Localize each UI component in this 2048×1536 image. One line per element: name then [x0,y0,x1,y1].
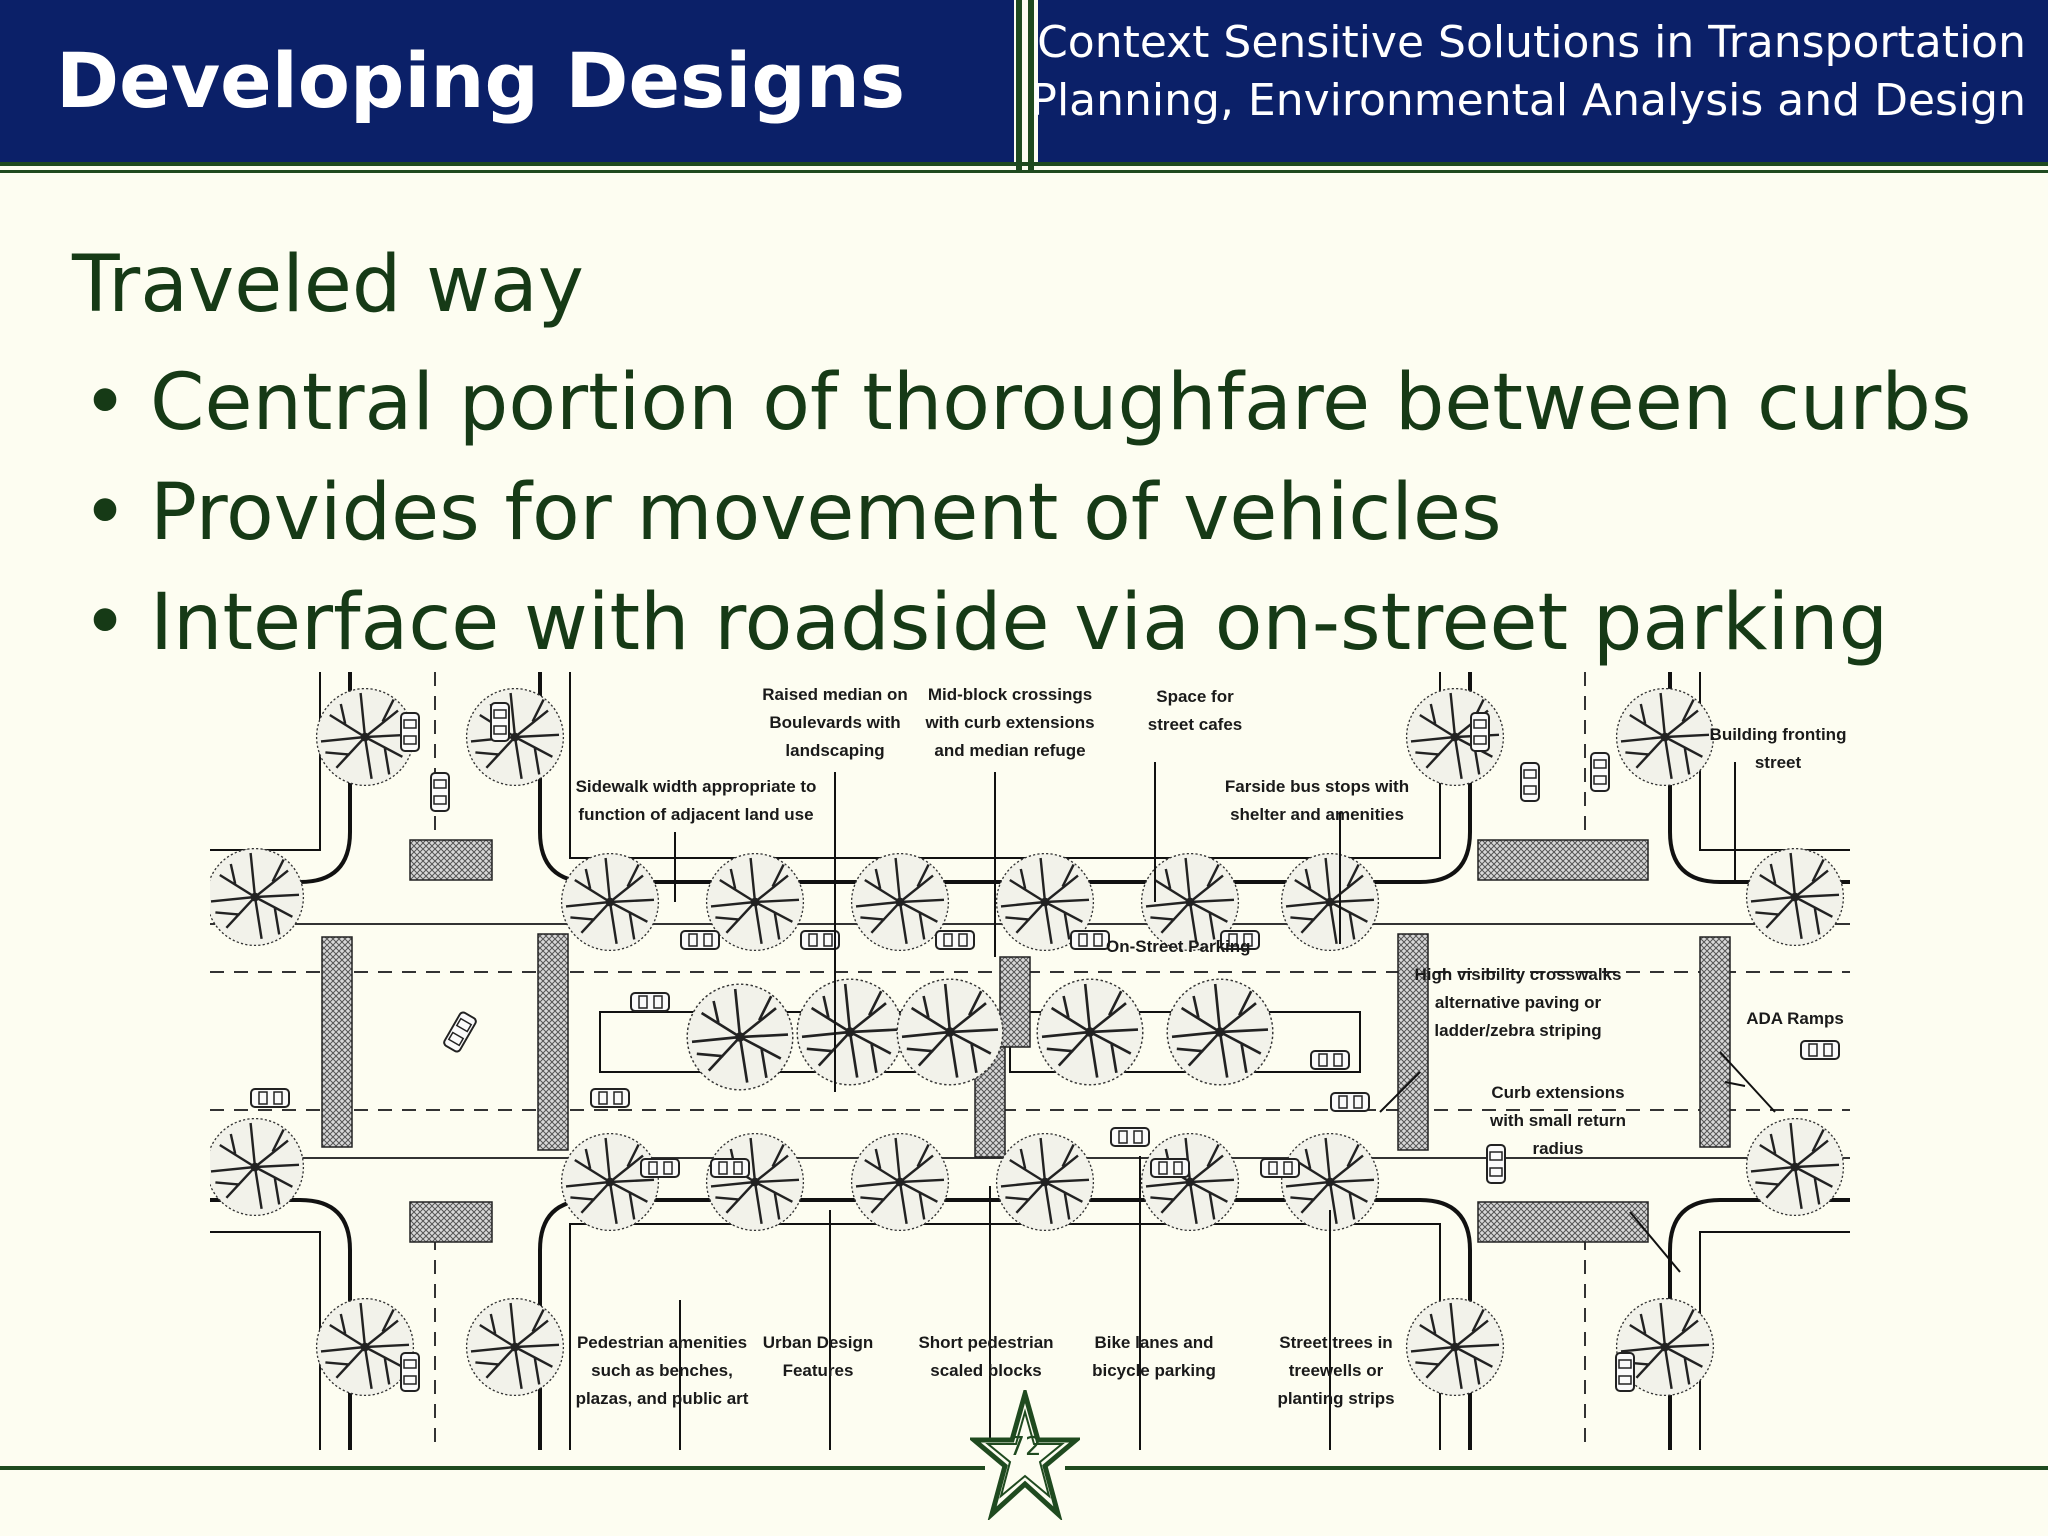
label-crosswalks: High visibility crosswalks [1415,965,1622,984]
label-street-cafes: street cafes [1148,715,1243,734]
bullet-list: •Central portion of thoroughfare between… [82,348,1972,678]
header-title-panel [0,0,1014,162]
header-rule [0,162,2048,166]
label-on-street-parking: On-Street Parking [1106,937,1251,956]
label-mid-block: and median refuge [934,741,1085,760]
label-street-cafes: Space for [1156,687,1234,706]
label-farside-bus: Farside bus stops with [1225,777,1409,796]
label-raised-median: Raised median on [762,685,907,704]
label-urban-design: Urban Design [763,1333,874,1352]
header-separator [1028,0,1034,172]
callout-lines [674,762,1776,1450]
label-ada-ramps: ADA Ramps [1746,1009,1844,1028]
label-street-trees: Street trees in [1279,1333,1392,1352]
header-rule [0,170,2048,173]
label-farside-bus: shelter and amenities [1230,805,1404,824]
label-short-blocks: Short pedestrian [918,1333,1053,1352]
bullet-dot: • [82,578,129,668]
label-curb-extensions: Curb extensions [1491,1083,1624,1102]
subtitle-line: Planning, Environmental Analysis and Des… [1030,75,2026,126]
footer-rule [0,1466,985,1470]
label-street-trees: planting strips [1277,1389,1394,1408]
page-number: 72 [1008,1432,1042,1462]
subtitle-line: Context Sensitive Solutions in Transport… [1037,17,2026,68]
label-sidewalk-width: Sidewalk width appropriate to [576,777,817,796]
bullet-dot: • [82,358,129,448]
label-pedestrian: plazas, and public art [576,1389,749,1408]
label-building-fronting: Building fronting [1710,725,1847,744]
label-curb-extensions: with small return [1489,1111,1626,1130]
label-street-trees: treewells or [1289,1361,1384,1380]
header-separator [1016,0,1022,172]
label-raised-median: Boulevards with [769,713,900,732]
bullet-text: Provides for movement of vehicles [150,468,1502,558]
bullet-text: Central portion of thoroughfare between … [150,358,1972,448]
label-crosswalks: ladder/zebra striping [1434,1021,1601,1040]
label-mid-block: with curb extensions [924,713,1094,732]
footer-rule [1065,1466,2048,1470]
diagram-labels-top: Raised median on Boulevards with landsca… [576,685,1847,824]
diagram-labels-middle: On-Street Parking High visibility crossw… [1106,937,1844,1158]
header-subtitle-panel [1038,0,2048,162]
label-pedestrian: Pedestrian amenities [577,1333,747,1352]
bullet-item: •Provides for movement of vehicles [82,458,1972,568]
label-curb-extensions: radius [1532,1139,1583,1158]
label-urban-design: Features [783,1361,854,1380]
label-crosswalks: alternative paving or [1435,993,1602,1012]
label-sidewalk-width: function of adjacent land use [578,805,813,824]
star-icon [967,1384,1083,1522]
label-bike-lanes: bicycle parking [1092,1361,1216,1380]
street-plan-svg: Raised median on Boulevards with landsca… [210,672,1850,1450]
label-bike-lanes: Bike lanes and [1094,1333,1213,1352]
label-short-blocks: scaled blocks [930,1361,1042,1380]
street-plan-diagram: Raised median on Boulevards with landsca… [210,672,1850,1450]
bullet-item: •Central portion of thoroughfare between… [82,348,1972,458]
label-mid-block: Mid-block crossings [928,685,1092,704]
bullet-item: •Interface with roadside via on-street p… [82,568,1972,678]
bullet-dot: • [82,468,129,558]
label-raised-median: landscaping [785,741,884,760]
page-number-badge: 72 [967,1384,1083,1522]
label-building-fronting: street [1755,753,1802,772]
crosswalks [321,839,1731,1243]
label-pedestrian: such as benches, [591,1361,733,1380]
section-heading: Traveled way [72,240,584,330]
header-subtitle: Context Sensitive Solutions in Transport… [1030,14,2026,130]
page-title: Developing Designs [56,36,906,125]
bullet-text: Interface with roadside via on-street pa… [150,578,1889,668]
diagram-labels-bottom: Pedestrian amenities such as benches, pl… [576,1333,1395,1408]
